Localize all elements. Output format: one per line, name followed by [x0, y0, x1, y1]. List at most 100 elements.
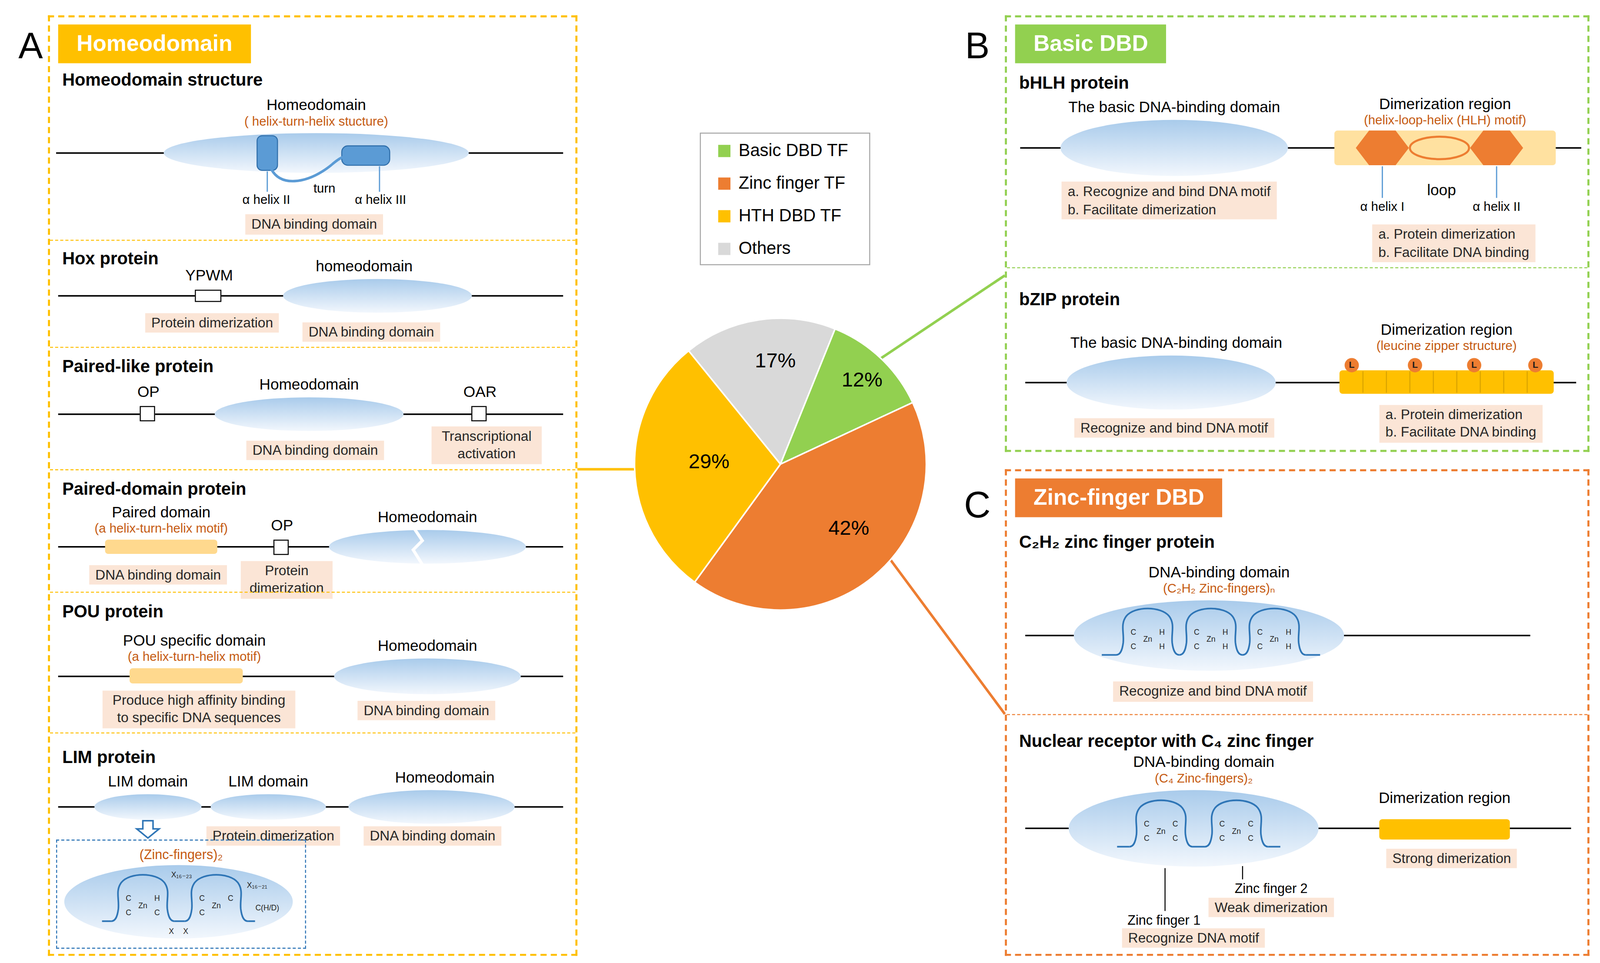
zinc-finger: [111, 874, 175, 922]
section-heading-holder: POU protein: [62, 601, 164, 623]
label-anchor: C: [125, 909, 132, 917]
section-heading-holder: bHLH protein: [1019, 73, 1130, 95]
label-anchor: C: [963, 486, 991, 524]
section-heading-holder: C₂H₂ zinc finger protein: [1019, 532, 1215, 554]
zinc-ion: Zn: [211, 902, 221, 910]
domain-ellipse: Homeodomain: [333, 657, 522, 694]
residue-letter: C: [199, 909, 205, 917]
label-anchor: H: [1159, 643, 1165, 651]
leader-line: [1496, 166, 1498, 198]
heading-stack: OP: [137, 382, 160, 401]
section-heading: bHLH protein: [1019, 73, 1130, 95]
pie-slice: 29%: [634, 350, 781, 583]
legend-text: Zinc finger TF: [738, 173, 846, 194]
domain-ellipse: Homeodomain( helix-turn-helix stucture): [163, 132, 470, 174]
text-block: DNA binding domain: [369, 826, 496, 845]
heading-stack: The basic DNA-binding domain: [1068, 97, 1280, 117]
ellipse-shape: [333, 657, 522, 694]
label-anchor: C: [1219, 834, 1226, 843]
domain-ellipse: LIM domain: [210, 793, 327, 820]
domain-ellipse: Homeodomain: [347, 789, 516, 824]
label-anchor: Zinc finger 2: [1234, 881, 1308, 896]
leader-line: [378, 166, 380, 192]
ellipse-fill: [214, 396, 404, 431]
text-block: Transcriptional activation: [437, 426, 536, 463]
function-label-box: DNA binding domain: [363, 825, 502, 846]
label-anchor: C: [1193, 643, 1200, 651]
ellipse-fill: [329, 529, 527, 564]
panel-title-badge: Basic DBD: [1015, 24, 1167, 64]
inset-heading: (Zinc-fingers)₂: [56, 846, 305, 863]
residue-letter: C(H/D): [255, 903, 280, 912]
text-block: DNA binding domain: [252, 441, 379, 460]
finger-linkers: [102, 920, 256, 923]
section-heading-holder: Hox protein: [62, 249, 159, 270]
domain-subtitle: (helix-loop-helix (HLH) motif): [1363, 113, 1527, 129]
label-anchor: L: [1349, 360, 1355, 370]
function-text: b. Facilitate DNA binding: [1378, 243, 1530, 262]
label-anchor: X₁₆₋₂₃: [171, 871, 193, 880]
pie-wedge: [634, 350, 781, 583]
text-block: Strong dimerization: [1392, 849, 1511, 867]
label-anchor: Zn: [1232, 827, 1242, 836]
zipper-segment: [1362, 371, 1364, 393]
heading-stack: DNA-binding domain(C₄ Zinc-fingers)₂: [1133, 752, 1275, 786]
residue-letter: C: [1219, 834, 1226, 843]
finger-linkers: [1101, 654, 1320, 657]
function-label-box: Protein dimerization: [240, 560, 333, 599]
function-text: DNA binding domain: [251, 215, 377, 234]
heading-stack: LIM domain: [107, 771, 188, 790]
residue-letter: C: [1130, 643, 1137, 651]
residue-letter: C: [125, 894, 132, 903]
badge-holder: Basic DBD: [1015, 24, 1167, 64]
residue-letter: C: [1172, 834, 1179, 843]
text-block: Protein dimerization: [212, 826, 335, 845]
label-anchor: C: [227, 894, 234, 903]
text-block: DNA binding domain: [95, 565, 221, 584]
domain-ellipse: Homeodomain: [328, 529, 527, 564]
label-anchor: L: [1412, 360, 1418, 370]
function-label-box: Protein dimerization: [206, 825, 341, 846]
residue-letter: C: [1130, 628, 1137, 637]
section-band: YPWMhomeodomainProtein dimerizationDNA b…: [50, 239, 576, 347]
percent-value: 42%: [828, 516, 870, 539]
alpha-helix: [341, 146, 390, 166]
function-label-box: DNA binding domain: [357, 700, 496, 721]
label-anchor: H: [154, 894, 160, 903]
ellipse-fill: [210, 793, 327, 820]
label-anchor: Zn: [1269, 635, 1279, 644]
label-anchor: α helix II: [1472, 200, 1521, 214]
leader-line: [266, 171, 268, 192]
domain-ellipse: homeodomain: [282, 277, 473, 313]
structure-label: α helix I: [1360, 200, 1405, 214]
percent-holder: 29%: [688, 450, 730, 473]
label-anchor: Zn: [1156, 827, 1166, 836]
panel: Homeodomain( helix-turn-helix stucture) D…: [47, 15, 578, 956]
domain-bar: POU specific domain(a helix-turn-helix m…: [129, 667, 243, 684]
panel-title-badge: Homeodomain: [58, 24, 251, 64]
residue-letter: C: [1247, 820, 1254, 829]
section-heading-holder: Nuclear receptor with C₄ zinc finger: [1019, 731, 1314, 753]
label-anchor: Zn: [138, 902, 148, 910]
section-heading-holder: Paired-like protein: [62, 356, 214, 378]
pie-leader-connector: [577, 467, 635, 471]
domain-name: POU specific domain: [123, 630, 267, 650]
domain-name: Dimerization region: [1378, 788, 1511, 807]
function-label-box: Strong dimerization: [1386, 848, 1517, 869]
label-anchor: H: [1285, 643, 1292, 651]
leucine-letter: L: [1349, 360, 1355, 370]
leucine-dot: [1466, 358, 1482, 373]
residue-letter: C: [1256, 628, 1263, 637]
structure-label: turn: [313, 182, 336, 195]
ellipse-shape: [210, 793, 327, 820]
zinc-finger: [1116, 608, 1180, 656]
legend-swatch: [718, 144, 731, 157]
legend-swatch: [718, 242, 731, 255]
spacer-label: X₁₆₋₂₁: [246, 881, 268, 890]
function-label-box: DNA binding domain: [89, 564, 227, 585]
heading-stack: The basic DNA-binding domain: [1070, 333, 1283, 352]
section-heading-holder: Homeodomain structure: [62, 70, 263, 92]
label-anchor: α helix I: [1360, 200, 1405, 214]
